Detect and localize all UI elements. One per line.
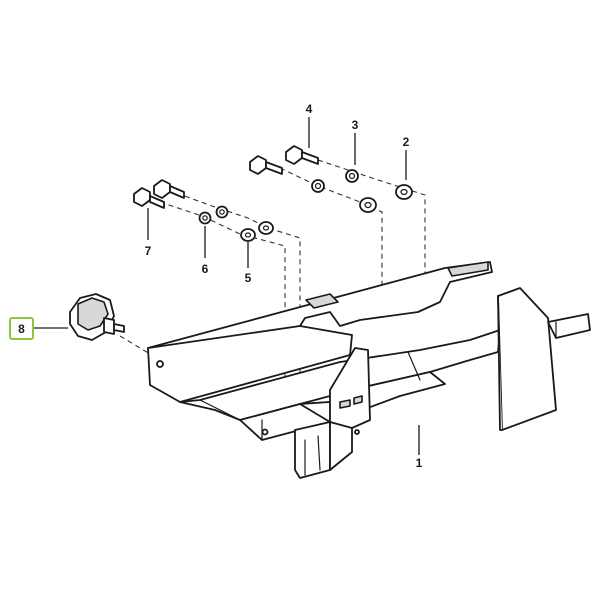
lock-washer-part-6[interactable] xyxy=(198,205,229,225)
callout-3[interactable]: 3 xyxy=(352,118,359,132)
flat-washer-part-2[interactable] xyxy=(359,184,413,213)
star-knob-part-8[interactable] xyxy=(69,293,125,341)
mounting-frame[interactable] xyxy=(147,261,591,479)
callout-leaders xyxy=(33,117,420,455)
callout-4[interactable]: 4 xyxy=(306,102,313,116)
callout-8-highlight-box[interactable] xyxy=(9,317,34,340)
callout-labels: 1 2 3 4 5 6 7 8 xyxy=(9,102,423,470)
bolt-part-4[interactable] xyxy=(249,145,319,175)
callout-6[interactable]: 6 xyxy=(202,262,209,276)
callout-5[interactable]: 5 xyxy=(245,271,252,285)
lock-washer-part-3[interactable] xyxy=(311,169,359,193)
callout-8[interactable]: 8 xyxy=(18,322,25,336)
callout-1[interactable]: 1 xyxy=(416,456,423,470)
callout-7[interactable]: 7 xyxy=(145,244,152,258)
bolt-part-7[interactable] xyxy=(133,179,185,209)
flat-washer-part-5[interactable] xyxy=(240,221,274,242)
callout-2[interactable]: 2 xyxy=(403,135,410,149)
